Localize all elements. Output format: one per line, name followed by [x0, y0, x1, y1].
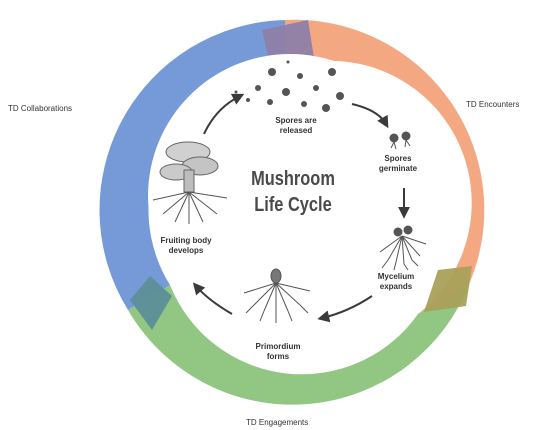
stage-label-spores-released-line1: Spores are — [275, 116, 317, 125]
label-td-engagements: TD Engagements — [246, 418, 309, 427]
stage-label-spores-germinate-line2: germinate — [378, 164, 418, 173]
stage-label-primordium-forms-line2: forms — [266, 352, 290, 361]
inner-disk — [148, 54, 432, 338]
inner-arrow-fruiting-to-spores — [203, 93, 245, 135]
primordium-illustration — [243, 268, 311, 323]
encounters-arrow-band — [285, 19, 485, 315]
overlap-blue-orange — [262, 20, 314, 64]
label-td-collaborations: TD Collaborations — [8, 104, 73, 113]
stage-label-primordium-forms: Primordium forms — [256, 342, 301, 362]
fruiting-body-illustration — [152, 141, 228, 224]
stage-label-mycelium-expands-line2: expands — [379, 282, 413, 291]
inner-arrow-primordium-to-fruiting — [192, 282, 233, 315]
stage-label-mycelium-expands-line1: Mycelium — [377, 272, 415, 281]
stage-label-fruiting-body: Fruiting body develops — [160, 236, 211, 256]
spores-illustration — [234, 60, 344, 112]
stage-label-spores-released: Spores are released — [275, 116, 316, 136]
stage-label-fruiting-body-line2: develops — [168, 246, 204, 255]
label-td-encounters: TD Encounters — [466, 100, 520, 109]
title-line-1: Mushroom — [251, 168, 335, 190]
overlap-orange-green — [424, 266, 472, 312]
engagements-arrow-band — [128, 282, 470, 405]
title-line-2: Life Cycle — [254, 194, 332, 216]
stage-label-spores-released-line2: released — [279, 126, 313, 135]
inner-arrow-spores-released-to-germinate — [351, 103, 389, 129]
inner-arrow-mycelium-to-primordium — [317, 295, 373, 323]
overlap-green-blue — [130, 276, 172, 330]
stage-label-mycelium-expands: Mycelium expands — [378, 272, 414, 292]
stage-label-spores-germinate-line1: Spores — [384, 154, 412, 163]
stage-label-spores-germinate: Spores germinate — [379, 154, 417, 174]
germinating-spores-illustration — [389, 131, 411, 150]
stage-label-primordium-forms-line1: Primordium — [255, 342, 301, 351]
collaborations-arrow-band — [99, 20, 285, 310]
stage-label-fruiting-body-line1: Fruiting body — [160, 236, 212, 245]
mycelium-illustration — [379, 225, 427, 271]
